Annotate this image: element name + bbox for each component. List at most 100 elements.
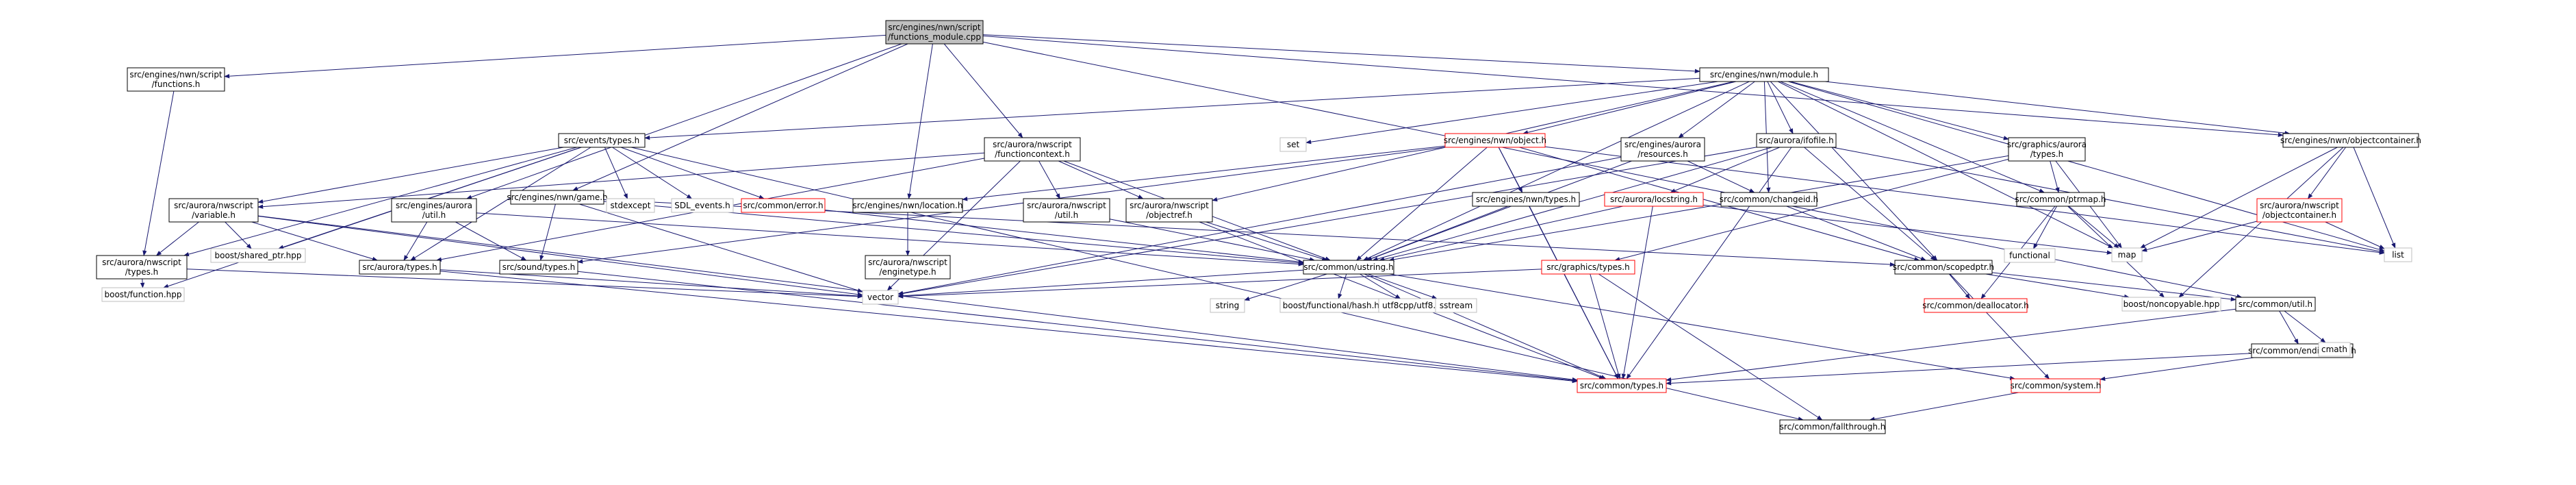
- node-fallthrough_h[interactable]: src/common/fallthrough.h: [1779, 419, 1886, 434]
- edge-module_h-to-list: [1788, 81, 2385, 252]
- edge-objectref_h-to-ustring_h: [1206, 221, 1328, 261]
- node-objectref_h[interactable]: src/aurora/nwscript/objectref.h: [1125, 198, 1213, 223]
- node-util_h[interactable]: src/common/util.h: [2235, 297, 2316, 312]
- node-label-line: /objectcontainer.h: [2262, 210, 2336, 220]
- edge-events_types_h-to-stdexcept: [604, 147, 628, 199]
- node-label-line: src/sound/types.h: [502, 262, 576, 272]
- node-box: [2008, 137, 2086, 162]
- node-nwscript_types_h[interactable]: src/aurora/nwscript/types.h: [96, 255, 188, 279]
- node-vector[interactable]: vector: [862, 290, 899, 305]
- edge-graphics_aurora_types_h-to-ustring_h: [1388, 155, 2009, 262]
- node-functional[interactable]: functional: [2004, 248, 2056, 263]
- node-string[interactable]: string: [1210, 298, 1245, 313]
- node-events_types_h[interactable]: src/events/types.h: [558, 133, 646, 148]
- node-boost_function_hpp[interactable]: boost/function.hpp: [101, 287, 185, 302]
- node-resources_h[interactable]: src/engines/aurora/resources.h: [1620, 137, 1705, 162]
- node-objectcontainer_h[interactable]: src/engines/nwn/objectcontainer.h: [2280, 133, 2421, 148]
- edge-resources_h-to-vector: [897, 157, 1622, 295]
- node-box: [1756, 133, 1837, 148]
- node-nwn_types_h[interactable]: src/engines/nwn/types.h: [1472, 192, 1580, 207]
- edge-ifofile_h-to-scopedptr_h: [1804, 147, 1937, 261]
- node-box: [2016, 192, 2105, 207]
- node-ptrmap_h[interactable]: src/common/ptrmap.h: [2015, 192, 2106, 207]
- node-changeid_h[interactable]: src/common/changeid.h: [1720, 192, 1818, 207]
- edge-object_h-to-sound_types_h: [577, 147, 1446, 264]
- node-locstring_h[interactable]: src/aurora/locstring.h: [1604, 192, 1704, 207]
- node-noncopyable_hpp[interactable]: boost/noncopyable.hpp: [2121, 297, 2221, 312]
- node-box: [1699, 67, 1829, 82]
- edge-module_h-to-graphics_aurora_types_h: [1789, 81, 2009, 140]
- node-graphics_types_h[interactable]: src/graphics/types.h: [1541, 260, 1635, 275]
- node-sound_types_h[interactable]: src/sound/types.h: [499, 260, 578, 275]
- edge-root-to-functions_h: [224, 34, 887, 79]
- node-label-line: boost/function.hpp: [105, 290, 182, 299]
- edge-locstring_h-to-ustring_h: [1379, 206, 1624, 262]
- node-set[interactable]: set: [1279, 137, 1307, 152]
- node-box: [885, 20, 984, 45]
- node-hash_hpp[interactable]: boost/functional/hash.hpp: [1279, 298, 1393, 313]
- node-aurora_types_h[interactable]: src/aurora/types.h: [359, 260, 441, 275]
- node-box: [1541, 260, 1635, 275]
- node-label-line: /resources.h: [1637, 149, 1688, 159]
- node-label-line: src/common/fallthrough.h: [1780, 422, 1886, 432]
- node-label-line: src/aurora/nwscript: [174, 201, 253, 210]
- node-shared_ptr_hpp[interactable]: boost/shared_ptr.hpp: [210, 248, 306, 263]
- node-label-line: vector: [867, 293, 893, 302]
- node-box: [1894, 260, 1993, 275]
- node-scopedptr_h[interactable]: src/common/scopedptr.h: [1893, 260, 1994, 275]
- edge-changeid_h-to-scopedptr_h: [1786, 206, 1926, 261]
- node-ustring_h[interactable]: src/common/ustring.h: [1303, 260, 1394, 275]
- node-map[interactable]: map: [2111, 247, 2143, 262]
- node-box: [1604, 192, 1704, 207]
- node-label-line: src/aurora/nwscript: [2260, 201, 2339, 210]
- edge-nwn_types_h-to-common_types_h: [1529, 206, 1619, 380]
- node-game_h[interactable]: src/engines/nwn/game.h: [507, 190, 608, 205]
- node-box: [1779, 419, 1886, 434]
- edge-root-to-engines_aurora_util_h: [466, 43, 902, 199]
- edge-functioncontext_h-to-nwscript_util_h: [1038, 160, 1060, 199]
- edge-object_h-to-list: [1544, 146, 2385, 255]
- node-root[interactable]: src/engines/nwn/script/functions_module.…: [885, 20, 984, 45]
- node-engines_aurora_util_h[interactable]: src/engines/aurora/util.h: [391, 198, 477, 223]
- edge-ifofile_h-to-list: [1832, 147, 2385, 253]
- node-label-line: src/aurora/ifofile.h: [1759, 136, 1833, 145]
- node-box: [558, 133, 646, 148]
- edge-root-to-objectcontainer_h: [982, 35, 2284, 138]
- edge-module_h-to-ifofile_h: [1767, 81, 1794, 134]
- node-label-line: src/common/util.h: [2239, 299, 2312, 309]
- node-box: [1210, 298, 1245, 313]
- edge-ptrmap_h-to-map: [2068, 206, 2119, 249]
- node-system_h[interactable]: src/common/system.h: [2011, 378, 2102, 393]
- node-functioncontext_h[interactable]: src/aurora/nwscript/functioncontext.h: [984, 137, 1081, 162]
- node-label-line: src/engines/nwn/script: [888, 23, 981, 32]
- node-stdexcept[interactable]: stdexcept: [606, 198, 655, 213]
- edge-object_h-to-ustring_h: [1355, 147, 1488, 261]
- node-nwscript_objectcontainer_h[interactable]: src/aurora/nwscript/objectcontainer.h: [2256, 198, 2343, 223]
- node-location_h[interactable]: src/engines/nwn/location.h: [852, 198, 963, 213]
- node-common_types_h[interactable]: src/common/types.h: [1577, 378, 1667, 393]
- node-label-line: utf8cpp/utf8.h: [1382, 301, 1441, 310]
- node-cmath[interactable]: cmath: [2318, 342, 2351, 357]
- node-nwscript_util_h[interactable]: src/aurora/nwscript/util.h: [1023, 198, 1110, 223]
- node-sdl_events_h[interactable]: SDL_events.h: [671, 198, 734, 213]
- node-utf8_h[interactable]: utf8cpp/utf8.h: [1378, 298, 1445, 313]
- edge-events_types_h-to-boost_function_hpp: [163, 147, 582, 288]
- node-deallocator_h[interactable]: src/common/deallocator.h: [1922, 298, 2029, 313]
- node-functions_h[interactable]: src/engines/nwn/script/functions.h: [127, 67, 225, 92]
- node-error_h[interactable]: src/common/error.h: [741, 198, 826, 213]
- edge-nwscript_types_h-to-boost_function_hpp: [140, 278, 145, 288]
- node-ifofile_h[interactable]: src/aurora/ifofile.h: [1756, 133, 1837, 148]
- node-label-line: src/aurora/nwscript: [102, 258, 181, 267]
- node-label-line: src/events/types.h: [564, 136, 640, 145]
- node-label-line: cmath: [2321, 345, 2347, 354]
- node-variable_h[interactable]: src/aurora/nwscript/variable.h: [168, 198, 259, 223]
- node-enginetype_h[interactable]: src/aurora/nwscript/enginetype.h: [865, 255, 951, 279]
- node-object_h[interactable]: src/engines/nwn/object.h: [1444, 133, 1546, 148]
- node-label-line: src/common/changeid.h: [1720, 195, 1818, 204]
- node-sstream[interactable]: sstream: [1435, 298, 1477, 313]
- node-graphics_aurora_types_h[interactable]: src/graphics/aurora/types.h: [2007, 137, 2087, 162]
- node-module_h[interactable]: src/engines/nwn/module.h: [1699, 67, 1829, 82]
- node-list[interactable]: list: [2384, 247, 2412, 262]
- node-label-line: src/common/error.h: [743, 201, 823, 210]
- edge-scopedptr_h-to-util_h: [1991, 272, 2236, 301]
